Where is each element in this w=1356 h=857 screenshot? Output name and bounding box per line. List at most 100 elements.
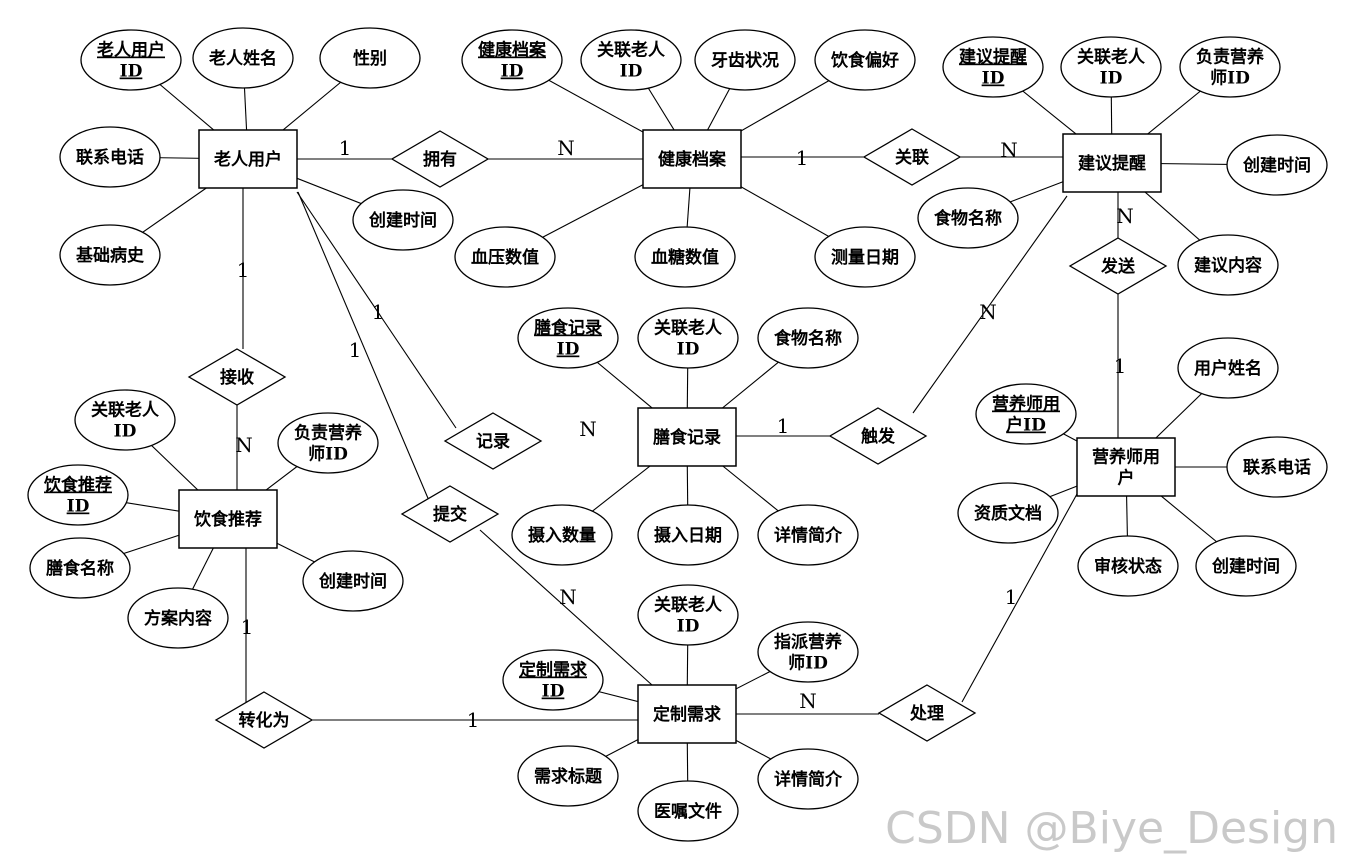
nutri-attribute-5-label-line-1: 审核状态 <box>1094 556 1162 577</box>
elder-attribute-4-label-line-1: 联系电话 <box>76 147 144 168</box>
recommend-attribute-2-label-line-1: 负责营养 <box>294 423 363 444</box>
relationship-trigger-label-line-1: 触发 <box>860 426 896 447</box>
health-attribute-3: 牙齿状况 <box>694 29 796 91</box>
elder-attribute-3-label-line-1: 性别 <box>353 48 387 69</box>
recommend-attribute-5: 方案内容 <box>127 587 229 649</box>
health-attribute-2-label-line-1: 关联老人 <box>597 40 666 61</box>
cardinality-record-from: 1 <box>372 300 385 324</box>
advice-attribute-3-label-line-1: 负责营养 <box>1196 47 1265 68</box>
health-attribute-1-label-line-2: ID <box>501 62 524 82</box>
advice-attribute-5: 食物名称 <box>917 187 1019 249</box>
entity-custom: 定制需求 <box>637 684 737 744</box>
attribute-ellipse <box>637 584 739 646</box>
elder-attribute-4: 联系电话 <box>59 126 161 188</box>
cardinality-handle-from: 1 <box>1005 585 1018 609</box>
attribute-ellipse <box>757 621 859 683</box>
attribute-ellipse <box>80 29 182 91</box>
elder-attribute-5: 基础病史 <box>59 224 161 286</box>
advice-attribute-2-label-line-2: ID <box>1100 69 1123 89</box>
attribute-ellipse <box>302 550 404 612</box>
attribute-ellipse <box>1226 134 1328 196</box>
relationship-own: 拥有 <box>390 130 490 188</box>
attribute-ellipse <box>637 780 739 842</box>
relationship-diamond <box>862 128 962 186</box>
attribute-ellipse <box>511 504 613 566</box>
advice-attribute-6: 建议内容 <box>1177 234 1279 296</box>
entity-recommend: 饮食推荐 <box>178 489 278 549</box>
nutri-attribute-6-label-line-1: 创建时间 <box>1211 556 1280 577</box>
cardinality-convert-to: 1 <box>467 708 480 732</box>
diet-attribute-5-label-line-1: 摄入日期 <box>654 525 722 546</box>
nutri-attribute-2-label-line-2: 户ID <box>1006 415 1046 436</box>
diet-attribute-3-label-line-1: 食物名称 <box>774 328 842 349</box>
recommend-attribute-3-label-line-2: ID <box>67 497 90 517</box>
diet-attribute-1-label-line-1: 膳食记录 <box>534 318 602 339</box>
attribute-ellipse <box>757 504 859 566</box>
relationship-send: 发送 <box>1068 237 1168 295</box>
attribute-ellipse <box>580 29 682 91</box>
advice-attribute-4-label-line-1: 创建时间 <box>1242 155 1311 176</box>
nutri-attribute-4: 资质文档 <box>957 482 1059 544</box>
cardinality-send-to: N <box>1116 204 1134 228</box>
elder-attribute-1-label-line-2: ID <box>120 62 143 82</box>
diet-attribute-2-label-line-1: 关联老人 <box>654 318 723 339</box>
attribute-ellipse <box>319 27 421 89</box>
relationship-own-label-line-1: 拥有 <box>423 149 457 170</box>
attribute-ellipse <box>517 307 619 369</box>
attribute-ellipse <box>637 504 739 566</box>
relationship-diamond <box>877 684 977 742</box>
attribute-ellipse <box>1195 535 1297 597</box>
health-attribute-4: 饮食偏好 <box>814 29 916 91</box>
recommend-attribute-2-label-line-2: 师ID <box>308 444 348 465</box>
health-attribute-3-label-line-1: 牙齿状况 <box>711 50 779 71</box>
custom-attribute-3-label-line-1: 定制需求 <box>519 660 587 681</box>
entity-nutri-label-line-1: 营养师用 <box>1092 447 1160 468</box>
entity-box <box>1076 437 1176 497</box>
elder-attribute-1-label-line-1: 老人用户 <box>96 40 165 61</box>
custom-attribute-3-label-line-2: ID <box>542 682 565 702</box>
attribute-ellipse <box>192 27 294 89</box>
attribute-ellipse <box>1060 36 1162 98</box>
attribute-ellipse <box>1226 436 1328 498</box>
nutri-attribute-1: 用户姓名 <box>1177 337 1279 399</box>
custom-attribute-2-label-line-2: 师ID <box>788 653 828 674</box>
attribute-ellipse <box>27 464 129 526</box>
cardinality-receive-to: N <box>235 433 253 457</box>
custom-attribute-1-label-line-2: ID <box>677 617 700 637</box>
attribute-ellipse <box>1179 36 1281 98</box>
recommend-attribute-3-label-line-1: 饮食推荐 <box>43 475 112 496</box>
attribute-ellipse <box>59 126 161 188</box>
entity-diet-label-line-1: 膳食记录 <box>653 427 721 448</box>
relationship-record-edge-1 <box>296 191 457 429</box>
watermark: CSDN @Biye_Design <box>885 803 1338 854</box>
entity-advice: 建议提醒 <box>1062 133 1162 193</box>
elder-attribute-2: 老人姓名 <box>192 27 294 89</box>
attribute-ellipse <box>277 412 379 474</box>
cardinality-record-to: N <box>579 417 597 441</box>
nutri-attribute-3-label-line-1: 联系电话 <box>1243 457 1311 478</box>
custom-attribute-6: 详情简介 <box>757 748 859 810</box>
entity-box <box>178 489 278 549</box>
relationship-diamond <box>400 485 500 543</box>
relationship-send-label-line-1: 发送 <box>1100 256 1136 277</box>
attribute-ellipse <box>637 307 739 369</box>
attribute-ellipse <box>502 649 604 711</box>
entity-box <box>198 129 298 189</box>
nutri-attribute-4-label-line-1: 资质文档 <box>974 503 1042 524</box>
relationship-handle-edge-2 <box>961 493 1078 703</box>
entity-advice-label-line-1: 建议提醒 <box>1078 153 1146 174</box>
attribute-ellipse <box>694 29 796 91</box>
entity-health: 健康档案 <box>642 129 742 189</box>
advice-attribute-3-label-line-2: 师ID <box>1210 68 1250 89</box>
